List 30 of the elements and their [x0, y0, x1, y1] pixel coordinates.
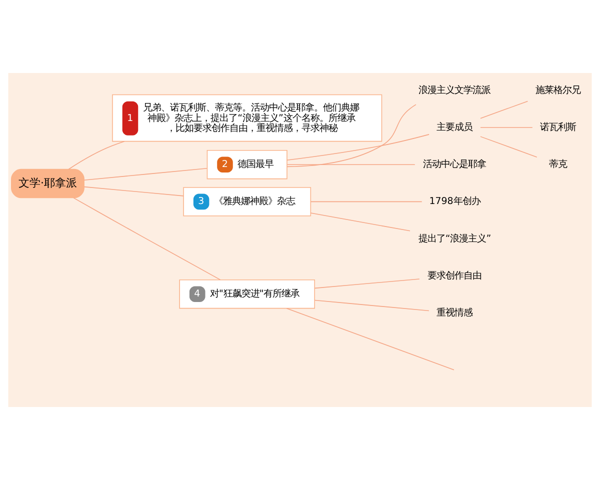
connector: [286, 308, 454, 370]
node-text: 主要成员: [436, 122, 473, 133]
node-box: 2 德国最早: [206, 150, 288, 180]
connector: [314, 300, 430, 312]
connector: [286, 104, 416, 168]
connector: [310, 201, 422, 202]
node-text: 蒂克: [549, 159, 568, 170]
connector: [310, 212, 410, 232]
node-box: 文学·耶拿派: [11, 168, 84, 198]
node-box: 1 兄弟、诺瓦利斯、蒂克等。活动中心是耶拿。他们典娜神殿》杂志上，提出了“浪漫主义”这个名称。所继承，比如要求创作自由，重视情感，寻求神秘: [112, 94, 382, 142]
node-text: 重视情感: [436, 307, 473, 318]
connector: [84, 186, 184, 196]
node-text: 要求创作自由: [428, 270, 482, 282]
connector: [286, 164, 416, 165]
connector: [84, 168, 208, 181]
node-text: 提出了“浪漫主义”: [418, 233, 492, 244]
node-text: 施莱格尔兄: [536, 84, 581, 96]
node-text: 诺瓦利斯: [540, 122, 576, 133]
node-text: 1798年创办: [429, 196, 480, 208]
connector: [480, 100, 528, 119]
connector: [480, 136, 538, 158]
node-text: 浪漫主义文学流派: [418, 84, 491, 96]
connector: [73, 198, 221, 280]
connector: [480, 127, 533, 128]
node-box: 3 《雅典娜神殿》杂志: [183, 187, 312, 216]
node-text: 活动中心是耶拿: [423, 159, 486, 170]
connector: [286, 134, 430, 161]
connector: [314, 278, 420, 289]
connector: [68, 140, 125, 170]
node-box: 4 对"狂飙突进"有所继承: [179, 279, 315, 309]
